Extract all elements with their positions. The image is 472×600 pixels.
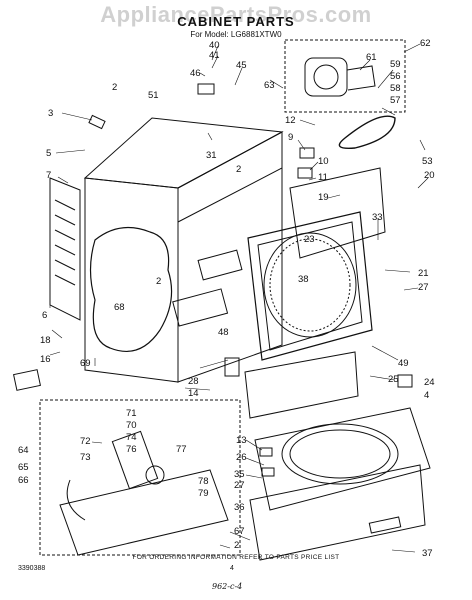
callout-label: 65: [18, 462, 29, 473]
callout-label: 79: [198, 488, 209, 499]
callout-label: 2: [236, 164, 241, 175]
callout-label: 35: [234, 469, 245, 480]
diagram-title: CABINET PARTS: [177, 14, 295, 29]
callout-label: 10: [318, 156, 329, 167]
callout-label: 20: [424, 170, 435, 181]
callout-label: 48: [218, 327, 229, 338]
callout-label: 13: [236, 435, 247, 446]
callout-label: 53: [422, 156, 433, 167]
callout-label: 21: [418, 268, 429, 279]
callout-label: 26: [236, 452, 247, 463]
callout-label: 71: [126, 408, 137, 419]
model-subtitle: For Model: LG6881XTW0: [190, 30, 282, 39]
callout-label: 49: [398, 358, 409, 369]
callout-label: 56: [390, 71, 401, 82]
callout-label: 7: [46, 170, 51, 181]
callout-label: 51: [148, 90, 159, 101]
callout-label: 2: [234, 540, 239, 551]
callout-label: 16: [40, 354, 51, 365]
callout-label: 36: [234, 502, 245, 513]
callout-label: 19: [318, 192, 329, 203]
callout-label: 41: [209, 50, 220, 61]
callout-label: 11: [318, 172, 328, 183]
callout-label: 67: [234, 526, 245, 537]
callout-label: 27: [418, 282, 429, 293]
page-number: 4: [230, 565, 234, 572]
callout-label: 68: [114, 302, 125, 313]
callout-label: 69: [80, 358, 91, 369]
callout-label: 70: [126, 420, 137, 431]
document-number: 3390388: [18, 565, 46, 572]
callout-label: 38: [298, 274, 309, 285]
callout-label: 3: [48, 108, 53, 119]
callout-label: 6: [42, 310, 47, 321]
callout-label: 4: [424, 390, 429, 401]
callout-label: 33: [372, 212, 383, 223]
callout-label: 59: [390, 59, 401, 70]
callout-label: 9: [288, 132, 293, 143]
callout-label: 74: [126, 432, 137, 443]
callout-label: 2: [112, 82, 117, 93]
callout-label: 72: [80, 436, 91, 447]
callout-label: 12: [285, 115, 296, 126]
callout-label: 78: [198, 476, 209, 487]
callout-label: 61: [366, 52, 377, 63]
callout-label: 24: [424, 377, 435, 388]
callout-label: 46: [190, 68, 201, 79]
callout-label: 77: [176, 444, 187, 455]
callout-label: 63: [264, 80, 275, 91]
callout-label: 66: [18, 475, 29, 486]
callout-label: 45: [236, 60, 247, 71]
callout-label: 23: [304, 234, 315, 245]
callout-label: 27: [234, 480, 245, 491]
callout-label: 58: [390, 83, 401, 94]
ordering-note: FOR ORDERING INFORMATION REFER TO PARTS …: [132, 554, 340, 561]
callout-label: 31: [206, 150, 217, 161]
callout-label: 28: [188, 376, 199, 387]
callout-label: 37: [422, 548, 433, 559]
callout-label: 64: [18, 445, 29, 456]
callout-label: 2: [156, 276, 161, 287]
callout-label: 5: [46, 148, 51, 159]
callout-label: 14: [188, 388, 199, 399]
callout-label: 76: [126, 444, 137, 455]
callout-label: 40: [209, 40, 220, 51]
callout-label: 57: [390, 95, 401, 106]
callout-label: 18: [40, 335, 51, 346]
callout-label: 62: [420, 38, 431, 49]
handwritten-note: 962-c-4: [212, 582, 243, 591]
callout-label: 25: [388, 374, 399, 385]
callout-label: 73: [80, 452, 91, 463]
